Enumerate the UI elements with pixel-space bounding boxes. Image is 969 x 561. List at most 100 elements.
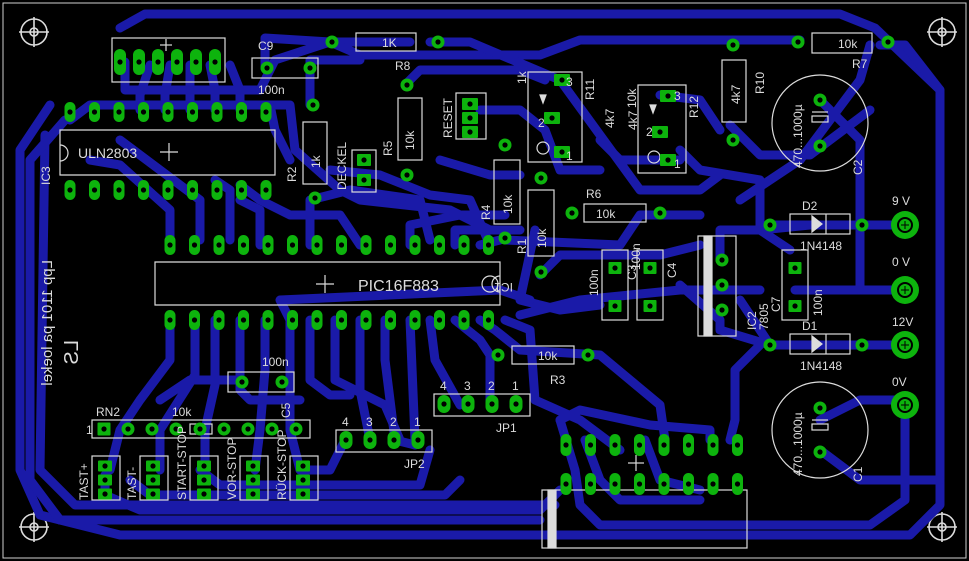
ic1-top-pin10-drill xyxy=(387,242,394,248)
ic1-bottom-pin10-drill xyxy=(387,317,394,323)
r5-pad2-drill xyxy=(404,172,410,178)
button4-pad-bot-drill xyxy=(250,491,256,497)
c9-value: 100n xyxy=(258,83,285,97)
c7-name: C7 xyxy=(769,296,783,312)
deckel-label: DECKEL xyxy=(335,142,349,190)
r4-name: R4 xyxy=(479,204,493,220)
c5-pad1-drill xyxy=(239,379,245,385)
c9-pad1-drill xyxy=(264,65,270,71)
ic1-bottom-pin12-drill xyxy=(436,317,443,323)
connector-bottom-pin2-drill xyxy=(587,481,594,487)
rn2-pin7-drill xyxy=(245,426,251,432)
button3-pad-top-drill xyxy=(201,463,207,469)
ic1-bottom-pin14-drill xyxy=(485,317,492,323)
r7-name: R7 xyxy=(852,57,868,71)
reset-label: RESET xyxy=(441,97,455,138)
r5-value: 10k xyxy=(403,130,417,150)
r10-value: 4k7 xyxy=(729,84,743,104)
ic1-top-pin2-drill xyxy=(191,242,198,248)
ic3-pin5-drill xyxy=(165,109,171,115)
d1-name: D1 xyxy=(802,319,818,333)
label-9v: 9 V xyxy=(892,194,910,208)
button-start-stop-label: START-STOP xyxy=(175,426,189,500)
c4-name: C4 xyxy=(665,262,679,278)
r1-pad1-drill xyxy=(538,175,544,181)
ic2-name: IC2 xyxy=(745,311,759,330)
r10-name: R10 xyxy=(753,72,767,94)
c4-value: 100n xyxy=(629,243,643,270)
ic3-pin15-drill xyxy=(140,187,147,193)
ic1-top-pin14-drill xyxy=(485,242,492,248)
power-terminals xyxy=(891,211,919,419)
c1-pad-minus-drill xyxy=(817,449,823,455)
r10-pad2-drill xyxy=(730,137,736,143)
rn2-pin2-drill xyxy=(125,426,131,432)
r8-value: 1K xyxy=(382,36,397,50)
ic1-top-pin12-drill xyxy=(436,242,443,248)
ic1-top-pin3-drill xyxy=(216,242,222,248)
ic3-pin18-drill xyxy=(67,187,73,193)
r2-value: 1k xyxy=(309,154,323,168)
c4-pad2-drill xyxy=(647,303,653,309)
jp1-pin-1: 1 xyxy=(512,379,519,393)
terminal-9v xyxy=(891,211,919,239)
ic3-pin3-drill xyxy=(116,109,122,115)
jp1-pin3-drill xyxy=(465,401,471,407)
d2-name: D2 xyxy=(802,199,818,213)
r11-extra: 1k xyxy=(515,70,529,84)
r12-pin2-drill xyxy=(657,129,663,135)
d1-value: 1N4148 xyxy=(800,359,842,373)
ic1-bottom-pin9-drill xyxy=(363,317,369,323)
silk-labels: IC3 ULN2803 PIC16F883 IC1 C9 100n 1K R8 … xyxy=(39,36,913,500)
button5-pad-mid-drill xyxy=(300,477,306,483)
c7-value: 100n xyxy=(811,289,825,316)
ic2-pin2-drill xyxy=(719,282,725,288)
jp1-pin-4: 4 xyxy=(440,379,447,393)
deckel-pad2-drill xyxy=(361,177,367,183)
button4-pad-top-drill xyxy=(250,463,256,469)
ic1-top-pin4-drill xyxy=(240,242,247,248)
c2-value: 470...1000µ xyxy=(791,104,805,168)
rn2-value: 10k xyxy=(172,405,192,419)
r12-pin-2: 2 xyxy=(646,125,653,139)
button-tast-minus-label: TAST- xyxy=(125,467,139,500)
rn2-label: RN2 xyxy=(96,405,120,419)
r7-pad1-drill xyxy=(795,39,801,45)
c2-name: C2 xyxy=(851,159,865,175)
jp2-pin2-drill xyxy=(391,437,397,443)
ic1-value: PIC16F883 xyxy=(358,278,439,295)
button1-pad-top-drill xyxy=(102,463,108,469)
jp1-pin-3: 3 xyxy=(464,379,471,393)
r11-pin-3: 3 xyxy=(566,75,573,89)
jp1-pin4-drill xyxy=(441,401,447,407)
mounting-hole-bottom-left xyxy=(19,512,49,542)
ic3-pin14-drill xyxy=(165,187,171,193)
ic1-bottom-pin3-drill xyxy=(216,317,222,323)
jp2-pin-3: 3 xyxy=(366,415,373,429)
connector-bottom-pin3-drill xyxy=(612,481,618,487)
connector-bottom-pin5-drill xyxy=(661,481,667,487)
button2-pad-top-drill xyxy=(150,463,156,469)
ic3-pin16-drill xyxy=(116,187,122,193)
r10-pad1-drill xyxy=(730,42,736,48)
button-vor-stop-label: VOR-STOP xyxy=(225,438,239,500)
r3-value: 10k xyxy=(538,349,558,363)
ic1-bottom-pin6-drill xyxy=(289,317,296,323)
ic3-pin4-drill xyxy=(140,109,147,115)
button4-pad-mid-drill xyxy=(250,477,256,483)
d1-pad1-drill xyxy=(767,342,773,348)
r3-pad2-drill xyxy=(585,352,591,358)
c5-pad2-drill xyxy=(279,379,285,385)
r8-name: R8 xyxy=(395,59,411,73)
r5-pad1-drill xyxy=(404,82,410,88)
ic3-pin1-drill xyxy=(67,109,73,115)
r6-pad2-drill xyxy=(657,210,663,216)
label-0v-top: 0 V xyxy=(892,255,910,269)
r1-pad2-drill xyxy=(538,269,544,275)
button3-pad-bot-drill xyxy=(201,491,207,497)
ic3-pin6-drill xyxy=(189,109,196,115)
connector-top-pin3-drill xyxy=(612,442,618,448)
ic1-bottom-pin13-drill xyxy=(461,317,467,323)
c7-pad2-drill xyxy=(792,303,798,309)
